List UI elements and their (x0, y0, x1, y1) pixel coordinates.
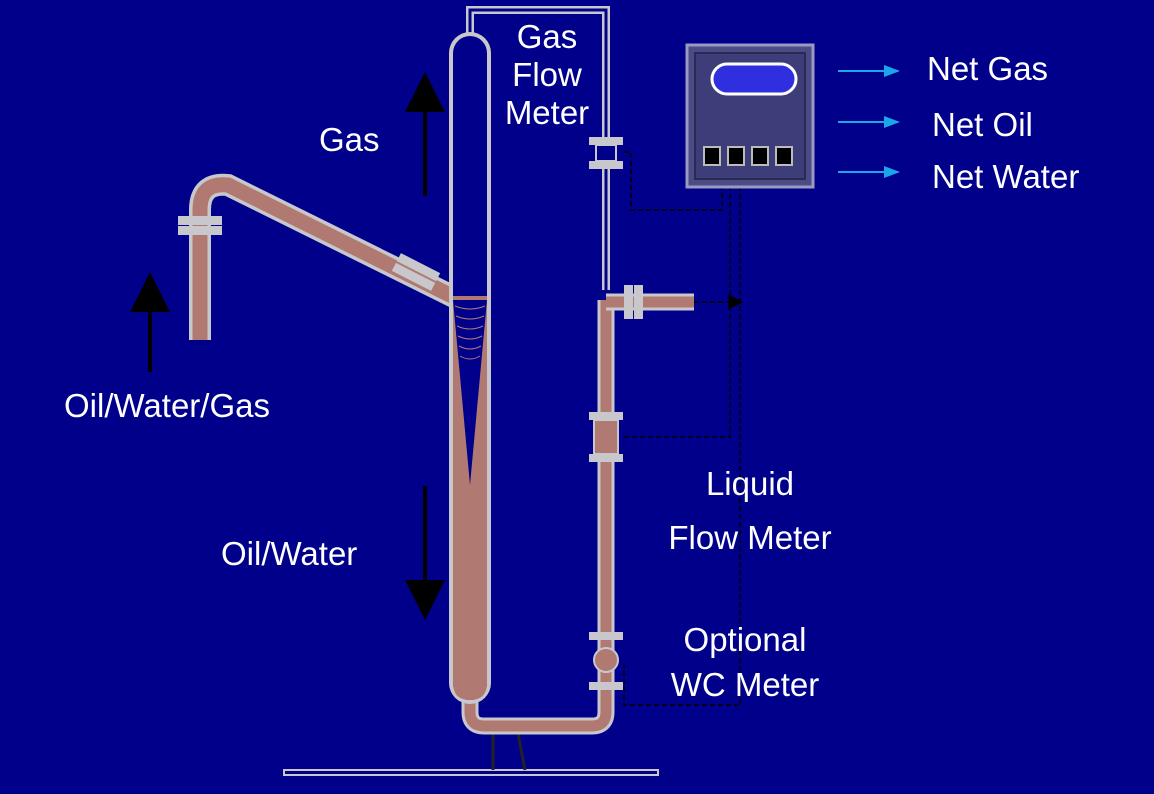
stand (283, 727, 659, 776)
wc-meter-body (593, 647, 619, 673)
flow-computer-display (685, 43, 815, 189)
gas-flow-meter-line-2: Flow (512, 55, 582, 93)
gas-flow-meter-label: Gas Flow Meter (500, 18, 594, 132)
liquid-flow-meter-body (593, 419, 619, 455)
gas-label: Gas (319, 121, 380, 158)
liquid-flow-meter-line-1: Liquid (705, 465, 795, 502)
separator-vessel (449, 32, 491, 704)
optional-wc-meter-line-1: Optional (683, 621, 807, 658)
oil-water-label: Oil/Water (221, 535, 358, 572)
display-button-2 (727, 146, 745, 166)
oil-water-gas-label: Oil/Water/Gas (64, 387, 270, 424)
output-net-water: Net Water (932, 158, 1080, 195)
output-net-oil: Net Oil (932, 106, 1033, 143)
display-screen (710, 62, 798, 96)
gas-flow-meter-body (595, 144, 617, 162)
optional-wc-meter-line-2: WC Meter (670, 666, 820, 703)
up-arrow-icon (130, 72, 445, 372)
signal-wiring (623, 151, 744, 706)
gas-flow-meter-line-3: Meter (504, 93, 590, 131)
liquid-flow-meter-label: Liquid Flow Meter (650, 457, 850, 565)
gas-flow-meter-line-1: Gas (516, 18, 578, 55)
output-arrow-icon (838, 65, 900, 178)
optional-wc-meter-label: Optional WC Meter (650, 617, 840, 707)
liquid-loop (461, 300, 615, 735)
liquid-flow-meter-line-2: Flow Meter (668, 519, 832, 556)
display-button-4 (775, 146, 793, 166)
flange-icon (178, 137, 643, 690)
display-button-3 (751, 146, 769, 166)
output-net-gas: Net Gas (927, 50, 1049, 87)
inlet-pipe (189, 173, 465, 340)
display-button-1 (703, 146, 721, 166)
